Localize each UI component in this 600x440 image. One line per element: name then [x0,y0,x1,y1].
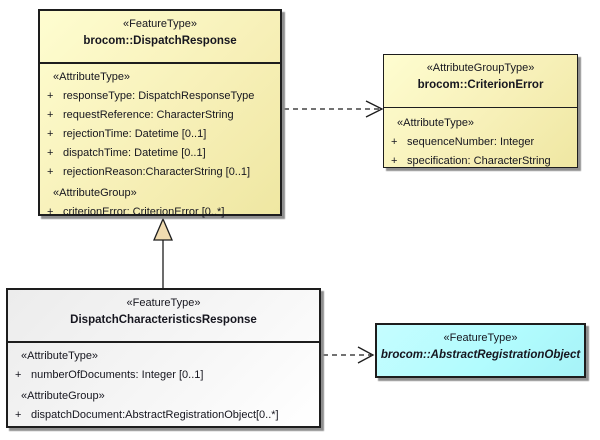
open-arrowhead-icon [357,346,375,364]
visibility-plus: + [47,206,54,218]
visibility-plus: + [47,166,54,178]
visibility-plus: + [391,136,398,148]
attribute-text: criterionError: CriterionError [0..*] [63,206,225,218]
class-stereotype: «FeatureType» [123,18,197,30]
attribute-text: rejectionReason:CharacterString [0..1] [63,166,251,178]
class-stereotype: «AttributeGroupType» [426,62,535,74]
attribute-text: numberOfDocuments: Integer [0..1] [31,369,204,381]
attribute-row-requestReference[interactable]: + requestReference: CharacterString [40,106,280,125]
attribute-text: responseType: DispatchResponseType [63,90,255,102]
attribute-text: specification: CharacterString [407,155,551,167]
generalization-arrow[interactable] [153,217,173,288]
attribute-group-heading: «AttributeGroup» [53,187,137,199]
visibility-plus: + [47,109,54,121]
attribute-text: dispatchDocument:AbstractRegistrationObj… [31,409,279,421]
class-name: brocom::AbstractRegistrationObject [380,349,581,361]
attribute-row-rejectionTime[interactable]: + rejectionTime: Datetime [0..1] [40,125,280,144]
dependency-arrow-criterion-error[interactable] [284,100,384,118]
attribute-row-dispatchTime[interactable]: + dispatchTime: Datetime [0..1] [40,144,280,163]
attributes-compartment: «AttributeType» + responseType: Dispatch… [40,62,280,222]
class-box-abstract-registration-object[interactable]: «FeatureType» brocom::AbstractRegistrati… [375,323,586,378]
attribute-type-heading: «AttributeType» [21,350,99,362]
visibility-plus: + [15,409,22,421]
hollow-triangle-arrowhead-icon [153,217,173,241]
attribute-row-sequenceNumber[interactable]: + sequenceNumber: Integer [384,133,577,152]
class-stereotype: «FeatureType» [443,332,518,344]
attributes-compartment: «AttributeType» + sequenceNumber: Intege… [384,107,577,171]
visibility-plus: + [47,90,54,102]
attribute-type-heading: «AttributeType» [397,117,475,129]
class-name: brocom::CriterionError [417,79,544,91]
attribute-text: rejectionTime: Datetime [0..1] [63,128,207,140]
class-header: «FeatureType» brocom::DispatchResponse [40,11,280,62]
attributes-compartment: «AttributeType» + numberOfDocuments: Int… [8,341,319,425]
attribute-text: requestReference: CharacterString [63,109,234,121]
attribute-row-responseType[interactable]: + responseType: DispatchResponseType [40,87,280,106]
visibility-plus: + [47,128,54,140]
attribute-type-heading: «AttributeType» [53,71,131,83]
attribute-row-specification[interactable]: + specification: CharacterString [384,152,577,171]
class-box-dispatch-characteristics-response[interactable]: «FeatureType» DispatchCharacteristicsRes… [6,288,321,428]
visibility-plus: + [391,155,398,167]
class-name: DispatchCharacteristicsResponse [70,314,257,326]
open-arrowhead-icon [365,100,384,118]
class-box-criterion-error[interactable]: «AttributeGroupType» brocom::CriterionEr… [383,54,578,168]
visibility-plus: + [47,147,54,159]
class-header: «FeatureType» brocom::AbstractRegistrati… [377,325,584,364]
class-name: brocom::DispatchResponse [83,35,237,47]
dependency-arrow-abstract-registration[interactable] [323,346,375,364]
attribute-row-numberOfDocuments[interactable]: + numberOfDocuments: Integer [0..1] [8,366,319,385]
attribute-group-heading: «AttributeGroup» [21,390,105,402]
class-header: «FeatureType» DispatchCharacteristicsRes… [8,290,319,341]
visibility-plus: + [15,369,22,381]
attribute-row-criterionError[interactable]: + criterionError: CriterionError [0..*] [40,203,280,222]
attribute-row-rejectionReason[interactable]: + rejectionReason:CharacterString [0..1] [40,163,280,182]
class-stereotype: «FeatureType» [126,297,201,309]
attribute-row-dispatchDocument[interactable]: + dispatchDocument:AbstractRegistrationO… [8,406,319,425]
class-box-dispatch-response[interactable]: «FeatureType» brocom::DispatchResponse «… [38,9,282,218]
class-header: «AttributeGroupType» brocom::CriterionEr… [384,55,577,107]
attribute-text: sequenceNumber: Integer [407,136,535,148]
attribute-text: dispatchTime: Datetime [0..1] [63,147,206,159]
